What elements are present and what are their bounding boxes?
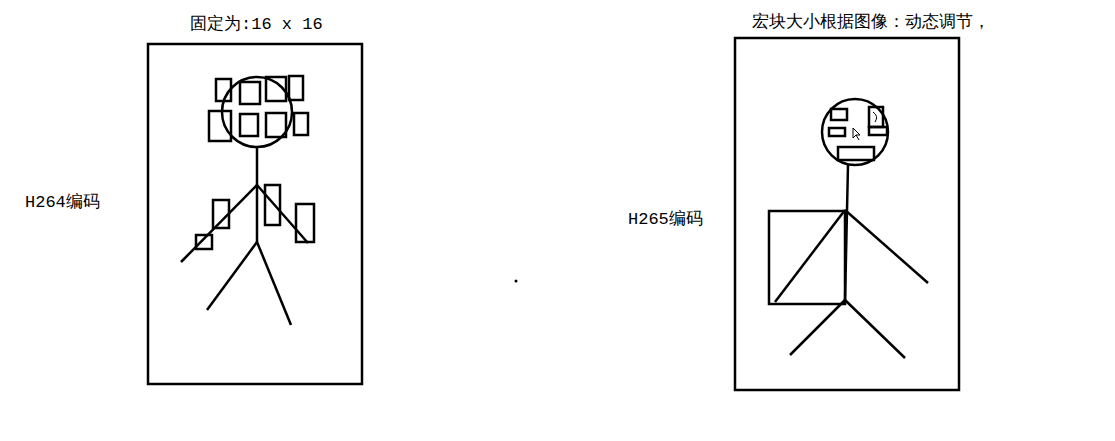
frame bbox=[735, 38, 959, 390]
frame bbox=[148, 44, 362, 384]
h265-figure bbox=[735, 38, 959, 390]
heading-label: 固定为:16 x 16 bbox=[190, 15, 323, 35]
head bbox=[222, 77, 292, 147]
heading-label: 宏块大小根据图像：动态调节， bbox=[752, 13, 990, 33]
h264-figure bbox=[148, 44, 362, 384]
dot bbox=[515, 280, 518, 283]
codec-label: H264编码 bbox=[25, 193, 100, 213]
head bbox=[822, 99, 888, 165]
codec-label: H265编码 bbox=[628, 210, 703, 230]
